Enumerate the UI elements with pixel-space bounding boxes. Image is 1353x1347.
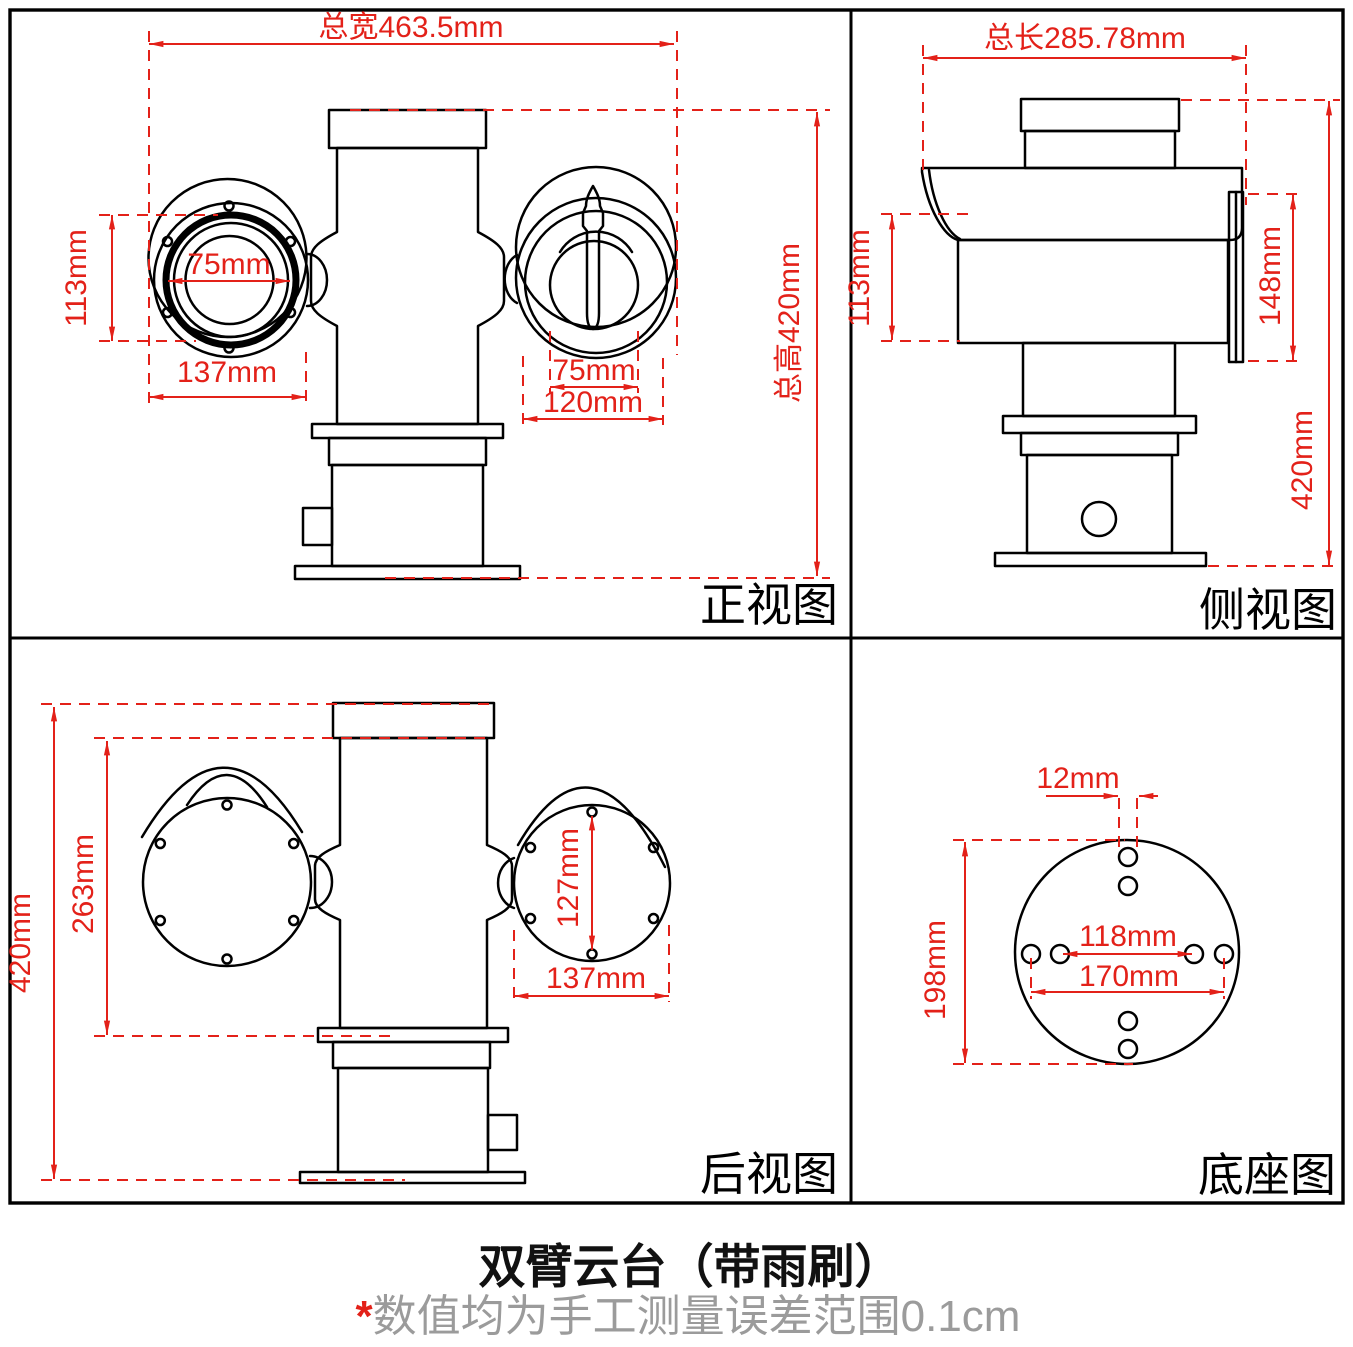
- front-view-dimensions: 总宽463.5mm 总高420mm 113mm 75mm 137mm 75mm …: [60, 11, 830, 579]
- drawing-border: [8, 8, 1345, 1205]
- dim-rear-screw-span: 127mm: [552, 828, 585, 928]
- drawing-title: 双臂云台（带雨刷）: [479, 1240, 902, 1293]
- rain-wiper-blade: [581, 184, 605, 331]
- dim-front-right-lens: 75mm: [552, 354, 635, 387]
- base-view-dimensions: 12mm 198mm 118mm 170mm: [919, 762, 1225, 1065]
- side-view-dimensions: 总长285.78mm 420mm 148mm 113mm: [843, 22, 1340, 567]
- front-view-drawing: [147, 108, 678, 581]
- dim-side-front-height: 113mm: [843, 229, 876, 327]
- footnote-asterisk: *: [356, 1292, 374, 1341]
- drawing-footnote: *数值均为手工测量误差范围0.1cm: [356, 1292, 1021, 1341]
- dim-front-left-width: 137mm: [177, 356, 277, 389]
- dim-front-right-width: 120mm: [543, 386, 643, 419]
- footnote-text: 数值均为手工测量误差范围0.1cm: [373, 1292, 1021, 1341]
- dim-base-hole-diameter: 12mm: [1036, 762, 1119, 795]
- side-view-drawing: [920, 97, 1245, 568]
- view-label-side: 侧视图: [1199, 584, 1337, 636]
- dim-base-plate-height: 198mm: [919, 920, 952, 1020]
- view-label-rear: 后视图: [700, 1148, 838, 1200]
- dim-base-inner-span: 118mm: [1079, 920, 1177, 953]
- dim-side-total-length: 总长285.78mm: [984, 22, 1186, 55]
- dim-rear-body-height: 263mm: [67, 834, 100, 934]
- dim-rear-cam-width: 137mm: [546, 962, 646, 995]
- view-label-front: 正视图: [700, 579, 838, 631]
- dim-rear-total-height: 420mm: [4, 893, 37, 993]
- view-label-base: 底座图: [1198, 1149, 1336, 1201]
- dim-front-total-height: 总高420mm: [773, 243, 806, 403]
- rear-view-drawing: [140, 701, 672, 1185]
- rear-view-dimensions: 420mm 263mm 127mm 137mm: [4, 703, 670, 1181]
- dim-base-outer-span: 170mm: [1079, 960, 1179, 993]
- dim-front-left-lens: 75mm: [187, 248, 270, 281]
- dim-side-total-height: 420mm: [1286, 410, 1319, 510]
- dim-front-total-width: 总宽463.5mm: [318, 11, 503, 44]
- dim-front-left-height: 113mm: [60, 229, 93, 327]
- dim-side-rear-height: 148mm: [1254, 226, 1287, 326]
